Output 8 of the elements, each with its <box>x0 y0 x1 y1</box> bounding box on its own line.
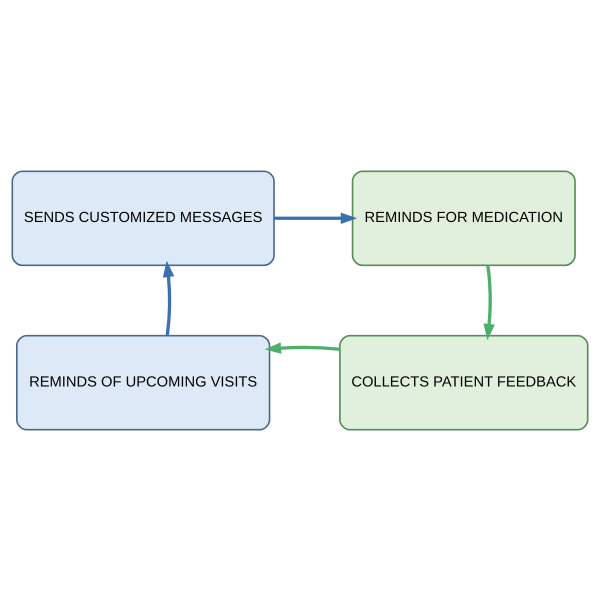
arrow <box>162 260 174 336</box>
node-box: COLLECTS PATIENT FEEDBACK <box>339 334 589 430</box>
arrow <box>274 212 358 224</box>
node-box: REMINDS FOR MEDICATION <box>352 170 576 266</box>
arrow <box>483 264 495 340</box>
arrow <box>264 342 340 354</box>
node-box: SENDS CUSTOMIZED MESSAGES <box>11 170 275 266</box>
node-box: REMINDS OF UPCOMING VISITS <box>16 334 270 430</box>
